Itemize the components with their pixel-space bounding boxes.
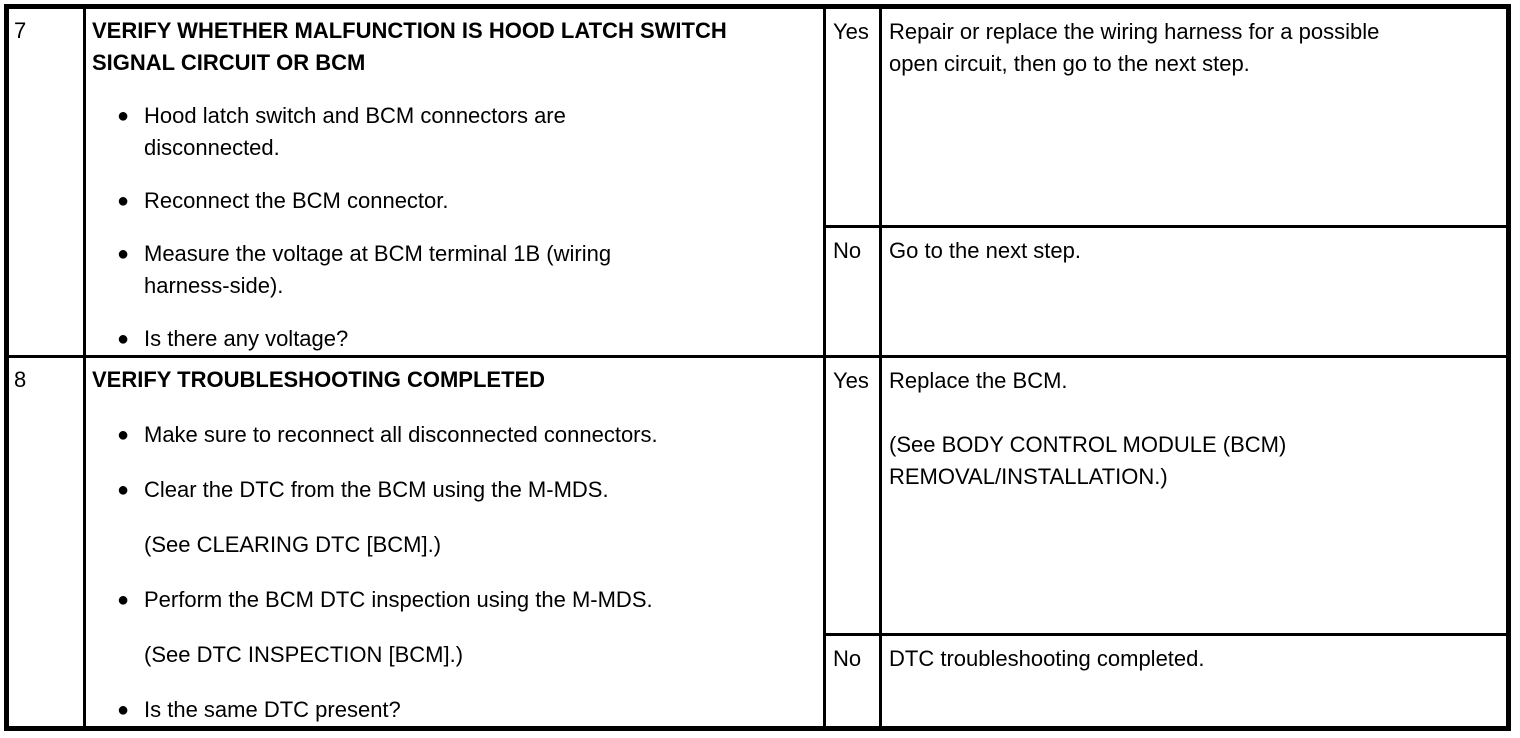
action-text: (See BODY CONTROL MODULE (BCM) xyxy=(889,432,1287,457)
inspection-item: ● Is there any voltage? xyxy=(92,323,815,354)
table-row: 8 VERIFY TROUBLESHOOTING COMPLETED ● Mak… xyxy=(5,354,1510,730)
bullet-icon: ● xyxy=(117,243,130,265)
result-cell-yes: Yes xyxy=(823,354,882,637)
action-cell: DTC troubleshooting completed. xyxy=(879,633,1510,730)
action-text: open circuit, then go to the next step. xyxy=(889,51,1250,76)
inspection-item-continuation: (See DTC INSPECTION [BCM].) xyxy=(92,639,815,671)
action-text: REMOVAL/INSTALLATION.) xyxy=(889,464,1168,489)
bullet-icon: ● xyxy=(117,424,130,446)
bullet-spacer xyxy=(92,639,144,671)
inspection-cell: VERIFY WHETHER MALFUNCTION IS HOOD LATCH… xyxy=(83,5,826,358)
item-text: (See DTC INSPECTION [BCM].) xyxy=(144,642,464,667)
inspection-title: VERIFY WHETHER MALFUNCTION IS HOOD LATCH… xyxy=(92,15,815,79)
inspection-item: ● Hood latch switch and BCM connectors a… xyxy=(92,100,815,164)
inspection-item: ● Make sure to reconnect all disconnecte… xyxy=(92,419,815,451)
table-row: No Go to the next step. xyxy=(7,225,1510,358)
inspection-item: ● Reconnect the BCM connector. xyxy=(92,185,815,217)
bullet-icon: ● xyxy=(117,190,130,212)
inspection-title-line: VERIFY WHETHER MALFUNCTION IS HOOD LATCH… xyxy=(92,18,727,43)
step-number: 8 xyxy=(14,367,27,392)
result-cell-no: No xyxy=(823,633,882,730)
action-text: DTC troubleshooting completed. xyxy=(889,646,1205,672)
inspection-title-line: SIGNAL CIRCUIT OR BCM xyxy=(92,50,366,75)
item-text: Reconnect the BCM connector. xyxy=(144,188,449,213)
inspection-item: ● Measure the voltage at BCM terminal 1B… xyxy=(92,238,815,302)
inspection-title-line: VERIFY TROUBLESHOOTING COMPLETED xyxy=(92,367,546,392)
bullet-spacer xyxy=(92,529,144,561)
item-text: Make sure to reconnect all disconnected … xyxy=(144,422,658,447)
action-text-blank xyxy=(889,397,1498,429)
item-text: Measure the voltage at BCM terminal 1B (… xyxy=(144,241,612,298)
action-text: Repair or replace the wiring harness for… xyxy=(889,19,1380,44)
troubleshooting-table: 7 VERIFY WHETHER MALFUNCTION IS HOOD LAT… xyxy=(4,4,1511,731)
item-text: Is there any voltage? xyxy=(144,326,349,351)
step-cell: 8 xyxy=(5,355,86,730)
action-cell: Repair or replace the wiring harness for… xyxy=(879,4,1510,229)
bullet-icon: ● xyxy=(117,105,130,127)
inspection-item-continuation: (See CLEARING DTC [BCM].) xyxy=(92,529,815,561)
result-label: No xyxy=(833,238,862,264)
result-label: Yes xyxy=(833,368,869,393)
action-text: Go to the next step. xyxy=(889,238,1082,264)
inspection-cell: VERIFY TROUBLESHOOTING COMPLETED ● Make … xyxy=(83,355,826,730)
inspection-title: VERIFY TROUBLESHOOTING COMPLETED xyxy=(92,364,815,396)
result-label: Yes xyxy=(833,19,869,44)
action-cell: Go to the next step. xyxy=(879,225,1510,358)
item-text: Is the same DTC present? xyxy=(144,697,401,722)
inspection-item: ● Clear the DTC from the BCM using the M… xyxy=(92,474,815,506)
inspection-item: ● Perform the BCM DTC inspection using t… xyxy=(92,584,815,616)
bullet-icon: ● xyxy=(117,699,130,721)
item-text: (See CLEARING DTC [BCM].) xyxy=(144,532,442,557)
table-row: 7 VERIFY WHETHER MALFUNCTION IS HOOD LAT… xyxy=(5,4,1510,358)
item-text: Perform the BCM DTC inspection using the… xyxy=(144,587,653,612)
action-text: Replace the BCM. xyxy=(889,368,1068,393)
bullet-icon: ● xyxy=(117,589,130,611)
inspection-item: ● Is the same DTC present? xyxy=(92,694,815,726)
step-number: 7 xyxy=(14,18,27,43)
result-cell-yes: Yes xyxy=(823,4,882,229)
table-row: No DTC troubleshooting completed. xyxy=(7,633,1510,730)
action-cell: Replace the BCM. (See BODY CONTROL MODUL… xyxy=(879,354,1510,637)
bullet-icon: ● xyxy=(117,328,130,350)
result-label: No xyxy=(833,646,862,672)
bullet-icon: ● xyxy=(117,479,130,501)
result-cell-no: No xyxy=(823,225,882,358)
item-text: Clear the DTC from the BCM using the M-M… xyxy=(144,477,609,502)
item-text: Hood latch switch and BCM connectors are… xyxy=(144,103,566,160)
step-cell: 7 xyxy=(5,5,86,358)
